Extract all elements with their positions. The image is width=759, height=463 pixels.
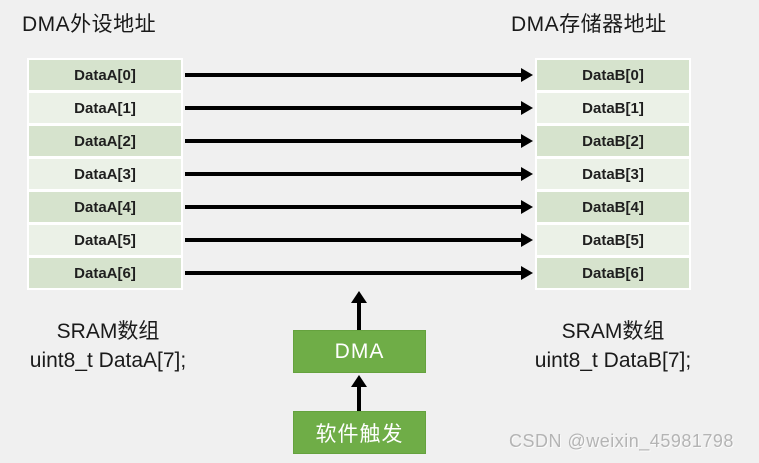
table-row: DataA[2]	[29, 126, 181, 156]
table-row: DataB[2]	[537, 126, 689, 156]
transfer-arrow-icon	[185, 233, 533, 247]
up-arrow-line	[357, 302, 361, 330]
transfer-arrow-icon	[185, 266, 533, 280]
memory-address-title: DMA存储器地址	[511, 13, 667, 36]
source-array-caption: SRAM数组 uint8_t DataA[7];	[2, 317, 214, 375]
table-row: DataA[4]	[29, 192, 181, 222]
table-row: DataB[5]	[537, 225, 689, 255]
table-row: DataB[4]	[537, 192, 689, 222]
transfer-arrow-icon	[185, 101, 533, 115]
destination-array-caption: SRAM数组 uint8_t DataB[7];	[507, 317, 719, 375]
source-array-table: DataA[0] DataA[1] DataA[2] DataA[3] Data…	[27, 58, 183, 290]
caption-line: SRAM数组	[56, 320, 160, 343]
destination-array-table: DataB[0] DataB[1] DataB[2] DataB[3] Data…	[535, 58, 691, 290]
dma-controller-box: DMA	[293, 330, 426, 373]
table-row: DataB[1]	[537, 93, 689, 123]
table-row: DataA[6]	[29, 258, 181, 288]
transfer-arrow-icon	[185, 167, 533, 181]
table-row: DataA[3]	[29, 159, 181, 189]
table-row: DataB[6]	[537, 258, 689, 288]
csdn-watermark: CSDN @weixin_45981798	[509, 431, 734, 451]
table-row: DataA[0]	[29, 60, 181, 90]
transfer-arrow-icon	[185, 68, 533, 82]
transfer-arrow-icon	[185, 200, 533, 214]
peripheral-address-title: DMA外设地址	[22, 13, 157, 36]
table-row: DataA[5]	[29, 225, 181, 255]
software-trigger-box: 软件触发	[293, 411, 426, 454]
up-arrow-line	[357, 386, 361, 411]
transfer-arrow-icon	[185, 134, 533, 148]
caption-line: uint8_t DataB[7];	[534, 349, 692, 372]
table-row: DataB[3]	[537, 159, 689, 189]
up-arrow-icon	[351, 291, 367, 303]
table-row: DataB[0]	[537, 60, 689, 90]
up-arrow-icon	[351, 375, 367, 387]
caption-line: SRAM数组	[561, 320, 665, 343]
caption-line: uint8_t DataA[7];	[29, 349, 187, 372]
table-row: DataA[1]	[29, 93, 181, 123]
